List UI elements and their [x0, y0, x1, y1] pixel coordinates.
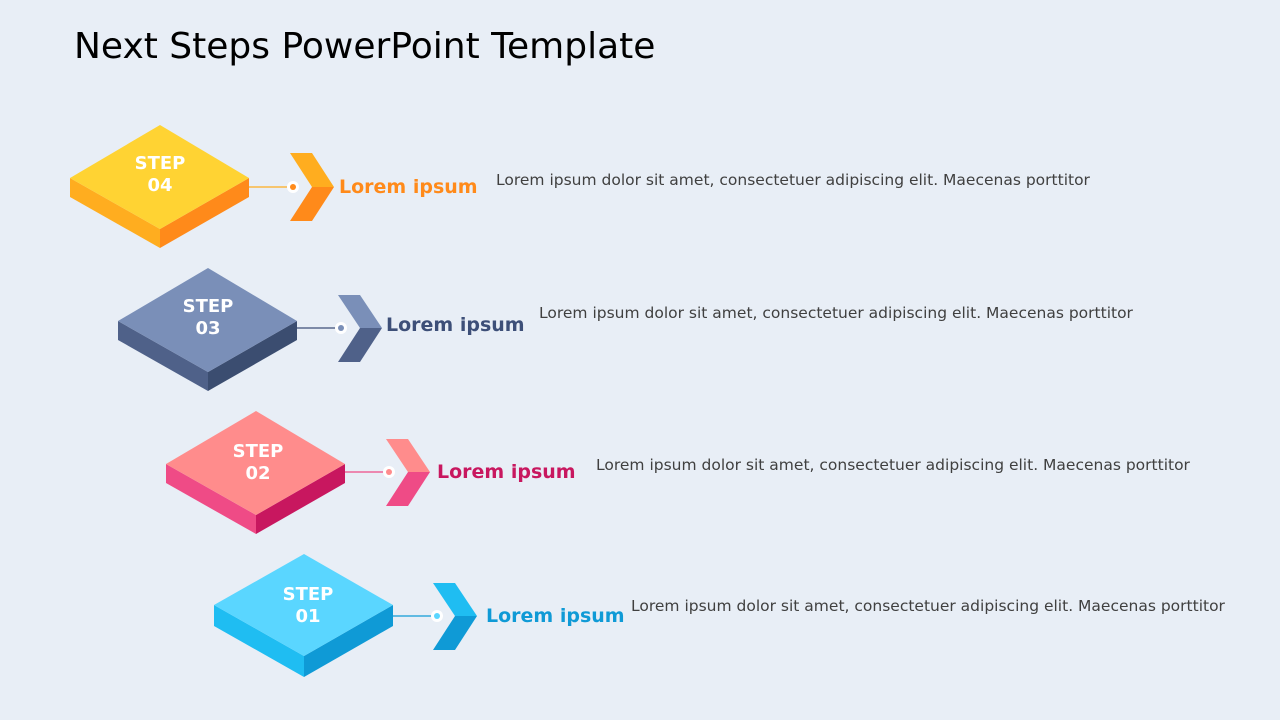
step-heading: Lorem ipsum — [437, 461, 576, 483]
step-01: STEP 01 Lorem ipsum Lorem ipsum dolor si… — [214, 554, 1280, 694]
step-label: STEP 04 — [70, 153, 250, 197]
step-number: 02 — [245, 463, 271, 484]
step-number: 04 — [147, 175, 173, 196]
step-label-line1: STEP — [182, 296, 234, 317]
step-03: STEP 03 Lorem ipsum Lorem ipsum dolor si… — [118, 268, 1280, 408]
step-description: Lorem ipsum dolor sit amet, consectetuer… — [496, 171, 1090, 189]
step-number: 03 — [195, 318, 221, 339]
step-label-line1: STEP — [134, 153, 186, 174]
step-02: STEP 02 Lorem ipsum Lorem ipsum dolor si… — [166, 411, 1280, 551]
isometric-block-icon — [214, 554, 477, 677]
isometric-block-icon — [166, 411, 430, 534]
step-number: 01 — [295, 606, 321, 627]
isometric-block-icon — [70, 125, 334, 248]
step-heading: Lorem ipsum — [339, 176, 478, 198]
step-description: Lorem ipsum dolor sit amet, consectetuer… — [596, 456, 1190, 474]
step-description: Lorem ipsum dolor sit amet, consectetuer… — [539, 304, 1133, 322]
isometric-block-icon — [118, 268, 382, 391]
step-label-line1: STEP — [282, 584, 334, 605]
step-label: STEP 03 — [118, 296, 298, 340]
slide-title: Next Steps PowerPoint Template — [74, 26, 656, 67]
step-label-line1: STEP — [232, 441, 284, 462]
step-04: STEP 04 Lorem ipsum Lorem ipsum dolor si… — [70, 125, 1270, 265]
step-label: STEP 02 — [168, 441, 348, 485]
step-label: STEP 01 — [218, 584, 398, 628]
step-heading: Lorem ipsum — [386, 314, 525, 336]
step-heading: Lorem ipsum — [486, 605, 625, 627]
step-description: Lorem ipsum dolor sit amet, consectetuer… — [631, 597, 1225, 615]
